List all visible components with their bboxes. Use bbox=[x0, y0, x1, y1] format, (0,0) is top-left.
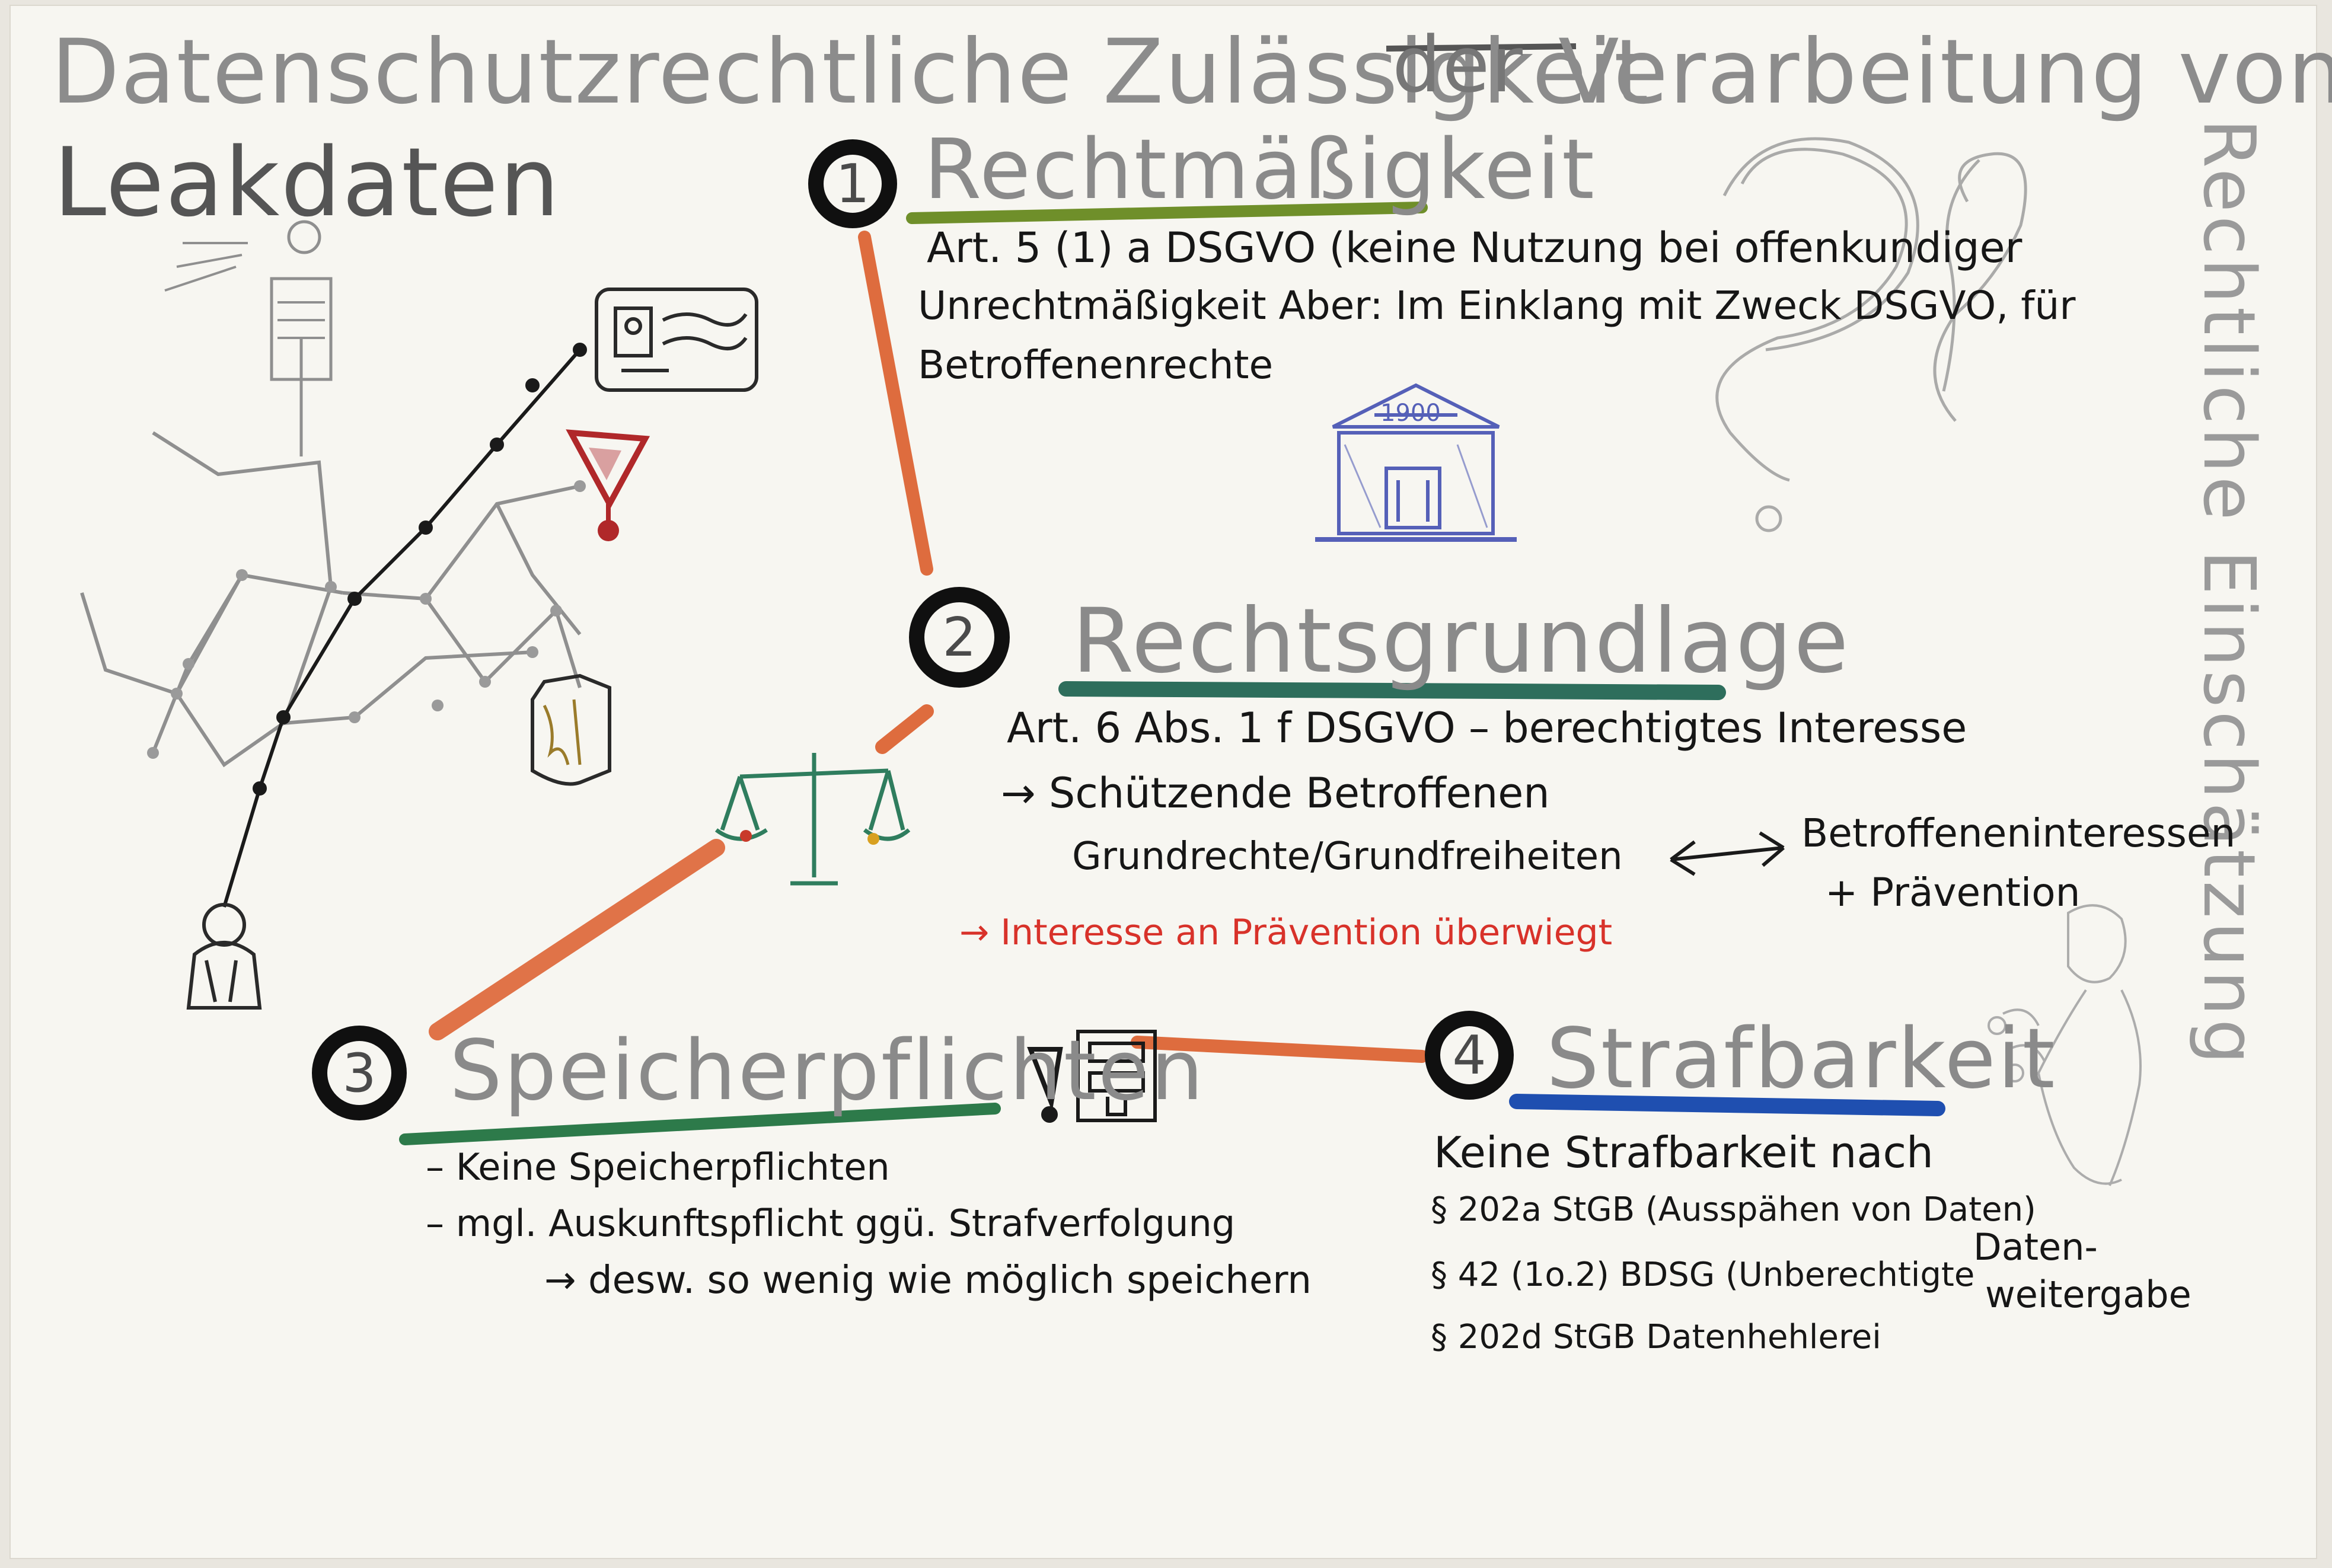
node-4-aside-2: weitergabe bbox=[1985, 1273, 2191, 1316]
node-3-line-1: – Keine Speicherpflichten bbox=[426, 1145, 890, 1189]
scales-of-justice-icon bbox=[714, 753, 911, 886]
underline-4 bbox=[1509, 1094, 1945, 1116]
node-4-line-3: § 42 (1o.2) BDSG (Unberechtigte bbox=[1431, 1256, 1975, 1294]
person-icon bbox=[186, 903, 262, 1010]
sketch-layer: 1900 bbox=[80, 43, 2142, 1186]
exclamation-icon bbox=[1027, 1047, 1063, 1123]
connector-1-2 bbox=[858, 231, 933, 576]
node-2-line-3: Grundrechte/Grundfreiheiten bbox=[1072, 835, 1623, 879]
title-line2: Leakdaten bbox=[53, 127, 561, 238]
question-mark-sketch-icon bbox=[1715, 137, 2027, 532]
node-4-aside-1: Daten- bbox=[1973, 1225, 2098, 1269]
node-4-title: Strafbarkeit bbox=[1546, 1011, 2057, 1107]
connector-2-scale bbox=[875, 704, 934, 754]
title-line1-part-a: Datenschutzrechtliche Zulässigkeit bbox=[51, 21, 1650, 124]
paper-sheet: 1900 bbox=[11, 6, 2332, 1558]
node-4-line-1: Keine Strafbarkeit nach bbox=[1434, 1128, 1934, 1177]
underline-2 bbox=[1058, 681, 1726, 700]
title-line1-part-b: Verarbeitung von bbox=[1558, 21, 2332, 124]
strike-through bbox=[1386, 43, 1577, 52]
police-sketch-icon bbox=[1988, 904, 2142, 1186]
node-3-line-3: → desw. so wenig wie möglich speichern bbox=[544, 1259, 1312, 1302]
network-chain-black bbox=[222, 343, 587, 908]
node-4-line-2: § 202a StGB (Ausspähen von Daten) bbox=[1431, 1190, 2036, 1229]
node-3-line-2: – mgl. Auskunftspflicht ggü. Strafverfol… bbox=[426, 1202, 1236, 1245]
double-arrow-layer bbox=[1670, 831, 1785, 876]
shield-icon bbox=[531, 673, 611, 786]
node-2-counterpart-1: Betroffeneninteressen bbox=[1801, 810, 2236, 856]
courthouse-icon bbox=[1315, 383, 1517, 542]
node-1-title: Rechtmäßigkeit bbox=[924, 122, 1596, 218]
node-2-counterpart-2: + Prävention bbox=[1825, 870, 2081, 915]
node-4-line-4: § 202d StGB Datenhehlerei bbox=[1431, 1318, 1881, 1356]
node-2-line-1: Art. 6 Abs. 1 f DSGVO – berechtigtes Int… bbox=[1007, 704, 1967, 752]
id-card-icon bbox=[595, 288, 758, 392]
node-2-conclusion: → Interesse an Prävention überwiegt bbox=[959, 912, 1613, 953]
underline-3 bbox=[399, 1103, 1001, 1145]
network-sketch-icon bbox=[80, 220, 582, 768]
underline-1 bbox=[906, 202, 1428, 224]
scale-weight-red-icon bbox=[740, 830, 752, 842]
node-2-line-2: → Schützende Betroffenen bbox=[1001, 769, 1550, 817]
badge-4: 4 bbox=[1425, 1011, 1514, 1100]
node-1-line-2: Unrechtmäßigkeit Aber: Im Einklang mit Z… bbox=[918, 283, 2076, 328]
warning-triangle-icon bbox=[566, 429, 650, 541]
network-nodes-gray bbox=[147, 480, 586, 759]
node-2-title: Rechtsgrundlage bbox=[1072, 590, 1851, 693]
connector-3-4 bbox=[1131, 1036, 1428, 1063]
scale-weight-yellow-icon bbox=[867, 833, 879, 845]
connector-scale-3 bbox=[429, 839, 725, 1040]
courthouse-label-icon: 1900 bbox=[1380, 400, 1441, 427]
connector-lines bbox=[429, 231, 1428, 1063]
double-arrow-icon bbox=[1670, 831, 1785, 876]
title-struck-word: der bbox=[1392, 20, 1524, 110]
node-1-line-3: Betroffenenrechte bbox=[918, 342, 1274, 388]
node-3-title: Speicherpflichten bbox=[449, 1023, 1205, 1119]
node-1-line-1: Art. 5 (1) a DSGVO (keine Nutzung bei of… bbox=[927, 223, 2022, 272]
badge-3: 3 bbox=[312, 1026, 407, 1120]
server-icon bbox=[1076, 1030, 1157, 1122]
